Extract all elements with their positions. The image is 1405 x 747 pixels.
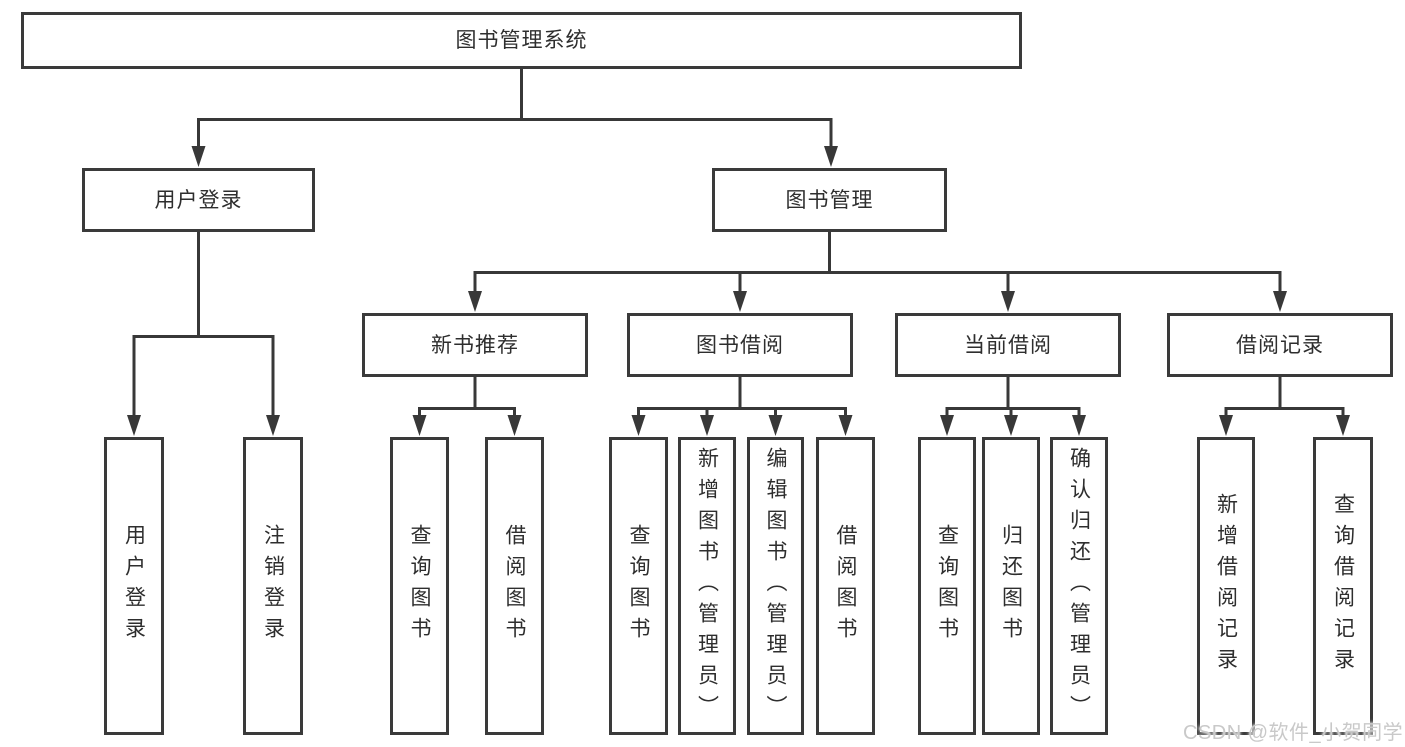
node-user-login: 用户登录 xyxy=(82,168,315,232)
arrow-down-icon xyxy=(127,415,141,436)
arrow-down-icon xyxy=(1072,415,1086,436)
node-borrow-record: 借阅记录 xyxy=(1167,313,1393,377)
leaf-label: 借阅图书 xyxy=(503,524,526,648)
leaf-label: 新增借阅记录 xyxy=(1214,493,1238,679)
leaf-label: 用户登录 xyxy=(122,524,146,648)
arrow-down-icon xyxy=(1219,415,1233,436)
leaf-label: 新增图书（管理员） xyxy=(695,446,719,726)
node-current-borrow: 当前借阅 xyxy=(895,313,1121,377)
connector xyxy=(1224,407,1345,418)
leaf-add-borrow-record: 新增借阅记录 xyxy=(1197,437,1255,735)
arrow-down-icon xyxy=(838,415,853,436)
leaf-logout: 注销登录 xyxy=(243,437,303,735)
leaf-borrow-book-recommend: 借阅图书 xyxy=(485,437,544,735)
leaf-label: 归还图书 xyxy=(999,524,1023,648)
connector xyxy=(945,407,1081,418)
arrow-down-icon xyxy=(1336,415,1350,436)
connector xyxy=(418,407,516,418)
leaf-label: 编辑图书（管理员） xyxy=(764,446,787,726)
arrow-down-icon xyxy=(940,415,954,436)
connector xyxy=(637,407,847,418)
leaf-user-login: 用户登录 xyxy=(104,437,164,735)
node-root-library-system: 图书管理系统 xyxy=(21,12,1022,69)
leaf-label: 查询借阅记录 xyxy=(1331,493,1355,679)
node-book-management: 图书管理 xyxy=(712,168,947,232)
connector xyxy=(197,118,833,148)
leaf-return-book: 归还图书 xyxy=(982,437,1040,735)
arrow-down-icon xyxy=(733,291,747,312)
arrow-down-icon xyxy=(468,291,482,312)
node-new-book-recommend: 新书推荐 xyxy=(362,313,588,377)
leaf-confirm-return-admin: 确认归还（管理员） xyxy=(1050,437,1108,735)
csdn-watermark: CSDN @软件_小贺同学 xyxy=(1183,722,1404,744)
leaf-query-borrow-record: 查询借阅记录 xyxy=(1313,437,1373,735)
arrow-down-icon xyxy=(412,415,427,436)
leaf-label: 查询图书 xyxy=(627,524,650,648)
arrow-down-icon xyxy=(1273,291,1287,312)
leaf-borrow-book: 借阅图书 xyxy=(816,437,875,735)
leaf-label: 借阅图书 xyxy=(834,524,857,648)
connector xyxy=(132,335,275,418)
leaf-query-book-recommend: 查询图书 xyxy=(390,437,449,735)
arrow-down-icon xyxy=(507,415,522,436)
arrow-down-icon xyxy=(768,415,783,436)
arrow-down-icon xyxy=(1001,291,1015,312)
leaf-add-book-admin: 新增图书（管理员） xyxy=(678,437,736,735)
node-book-borrow: 图书借阅 xyxy=(627,313,853,377)
arrow-down-icon xyxy=(191,146,206,167)
leaf-query-book-current: 查询图书 xyxy=(918,437,976,735)
leaf-edit-book-admin: 编辑图书（管理员） xyxy=(747,437,804,735)
leaf-label: 查询图书 xyxy=(935,524,959,648)
arrow-down-icon xyxy=(1004,415,1018,436)
leaf-label: 注销登录 xyxy=(261,524,285,648)
arrow-down-icon xyxy=(824,146,838,167)
leaf-query-book-borrow: 查询图书 xyxy=(609,437,668,735)
connector xyxy=(473,271,1282,293)
leaf-label: 确认归还（管理员） xyxy=(1067,446,1091,726)
leaf-label: 查询图书 xyxy=(408,524,431,648)
arrow-down-icon xyxy=(631,415,646,436)
arrow-down-icon xyxy=(266,415,280,436)
arrow-down-icon xyxy=(700,415,714,436)
